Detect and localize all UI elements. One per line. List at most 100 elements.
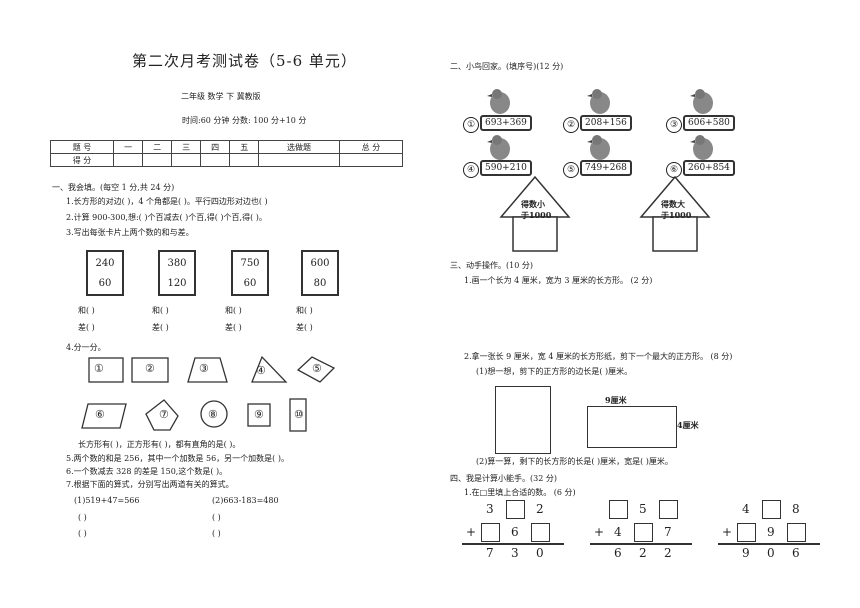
- bird-expression: 693+369: [480, 115, 532, 131]
- given-digit: 7: [664, 525, 672, 539]
- plus-sign: +: [466, 525, 477, 539]
- house-label: 得数大: [661, 199, 685, 209]
- parallelogram-shape: [296, 356, 336, 383]
- given-digit: 9: [767, 525, 775, 539]
- house-label: 于1000: [521, 210, 552, 220]
- rectangle-shape: [88, 357, 124, 383]
- blank-digit-box[interactable]: [634, 523, 653, 542]
- score-header-cell: 题 号: [49, 140, 115, 154]
- blank-digit-box[interactable]: [659, 500, 678, 519]
- number-card: 600 80: [301, 250, 339, 296]
- blank-digit-box[interactable]: [609, 500, 628, 519]
- sum-blank[interactable]: 和( ): [152, 306, 169, 315]
- given-digit: 2: [536, 502, 544, 516]
- q3-text: 3.写出每张卡片上两个数的和与差。: [66, 228, 194, 237]
- given-digit: 6: [511, 525, 519, 539]
- equation-1: (1)519+47=566: [74, 496, 140, 505]
- q2-text: 2.计算 900-300,想:( )个百减去( )个百,得( )个百,得( )。: [66, 213, 267, 222]
- number-card: 240 60: [86, 250, 124, 296]
- bird-icon: [487, 89, 510, 114]
- q1-text: 1.长方形的对边( )，4 个角都是( )。平行四边形对边也( ): [66, 197, 268, 206]
- bird-icon: [487, 135, 510, 160]
- bird-expression: 749+268: [580, 160, 632, 176]
- rectangle-shape: [131, 357, 169, 383]
- card-bottom: 120: [167, 278, 187, 289]
- given-digit: 4: [742, 502, 750, 516]
- blank-digit-box[interactable]: [531, 523, 550, 542]
- rectangle-paper: [587, 406, 677, 448]
- bird-icon: [690, 135, 713, 160]
- score-header-row: 题 号 一 二 三 四 五 选做题 总 分: [49, 140, 404, 154]
- q4-text: 4.分一分。: [66, 343, 106, 352]
- bird-icon: [690, 89, 713, 114]
- plus-sign: +: [722, 525, 733, 539]
- shape-label: ⑧: [208, 408, 218, 421]
- q5-text: 5.两个数的和是 256，其中一个加数是 56，另一个加数是( )。: [66, 454, 289, 463]
- parallelogram-shape: [81, 403, 127, 429]
- blank-digit-box[interactable]: [481, 523, 500, 542]
- house-icon: [639, 175, 711, 252]
- given-digit: 3: [486, 502, 494, 516]
- score-cell[interactable]: [258, 153, 340, 167]
- q7-text: 7.根据下面的算式，分别写出两道有关的算式。: [66, 480, 234, 489]
- card-bottom: 60: [243, 278, 257, 289]
- sum-blank[interactable]: 和( ): [78, 306, 95, 315]
- equation-2: (2)663-183=480: [212, 496, 279, 505]
- answer-blank[interactable]: ( ): [212, 513, 221, 522]
- diff-blank[interactable]: 差( ): [296, 323, 313, 332]
- grade-subtitle: 二年级 数学 下 冀教版: [181, 92, 261, 101]
- score-cell[interactable]: [200, 153, 231, 167]
- q4-answer: 长方形有( )，正方形有( )，都有直角的是( )。: [78, 440, 241, 449]
- house-icon: [499, 175, 571, 252]
- time-score: 时间:60 分钟 分数: 100 分+10 分: [182, 116, 307, 125]
- score-cell[interactable]: [338, 153, 404, 167]
- score-cell[interactable]: [113, 153, 144, 167]
- bird-expression: 606+580: [683, 115, 735, 131]
- bird-icons: [487, 89, 713, 160]
- sum-blank[interactable]: 和( ): [296, 306, 313, 315]
- bird-number: ③: [666, 117, 682, 133]
- shape-label: ②: [145, 362, 155, 375]
- square-paper: [495, 386, 551, 454]
- answer-blank[interactable]: ( ): [78, 529, 87, 538]
- card-top: 380: [167, 258, 187, 269]
- score-cell[interactable]: [171, 153, 202, 167]
- section3-heading: 三、动手操作。(10 分): [450, 261, 533, 270]
- section1-heading: 一、我会填。(每空 1 分,共 24 分): [52, 183, 175, 192]
- length-label: 9厘米: [605, 395, 627, 405]
- s3-q2b: (2)算一算，剩下的长方形的长是( )厘米，宽是( )厘米。: [476, 457, 673, 466]
- result-digit: 6: [792, 546, 800, 560]
- diff-blank[interactable]: 差( ): [152, 323, 169, 332]
- page-title: 第二次月考测试卷（5-6 单元）: [132, 52, 357, 70]
- plus-sign: +: [594, 525, 605, 539]
- given-digit: 5: [639, 502, 647, 516]
- section2-heading: 二、小鸟回家。(填序号)(12 分): [450, 62, 564, 71]
- s3-q2: 2.拿一张长 9 厘米，宽 4 厘米的长方形纸，剪下一个最大的正方形。 (8 分…: [464, 352, 733, 361]
- result-digit: 9: [742, 546, 750, 560]
- score-cell[interactable]: [229, 153, 260, 167]
- score-header-cell: 二: [142, 140, 173, 154]
- score-header-cell: 总 分: [338, 140, 404, 154]
- shape-label: ③: [199, 362, 209, 375]
- shape-label: ⑩: [294, 408, 304, 421]
- sum-blank[interactable]: 和( ): [225, 306, 242, 315]
- answer-blank[interactable]: ( ): [78, 513, 87, 522]
- sum-line: [462, 543, 564, 545]
- card-top: 600: [310, 258, 330, 269]
- answer-blank[interactable]: ( ): [212, 529, 221, 538]
- q6-text: 6.一个数减去 328 的差是 150,这个数是( )。: [66, 467, 228, 476]
- diff-blank[interactable]: 差( ): [225, 323, 242, 332]
- score-cell[interactable]: [142, 153, 173, 167]
- pentagon-shape: [145, 399, 179, 431]
- blank-digit-box[interactable]: [506, 500, 525, 519]
- bird-icon: [587, 89, 610, 114]
- shapes-row-1: [88, 355, 336, 383]
- blank-digit-box[interactable]: [737, 523, 756, 542]
- score-header-cell: 四: [200, 140, 231, 154]
- triangle-shape: [251, 355, 288, 383]
- blank-digit-box[interactable]: [762, 500, 781, 519]
- houses: [499, 175, 711, 252]
- score-header-cell: 五: [229, 140, 260, 154]
- diff-blank[interactable]: 差( ): [78, 323, 95, 332]
- blank-digit-box[interactable]: [787, 523, 806, 542]
